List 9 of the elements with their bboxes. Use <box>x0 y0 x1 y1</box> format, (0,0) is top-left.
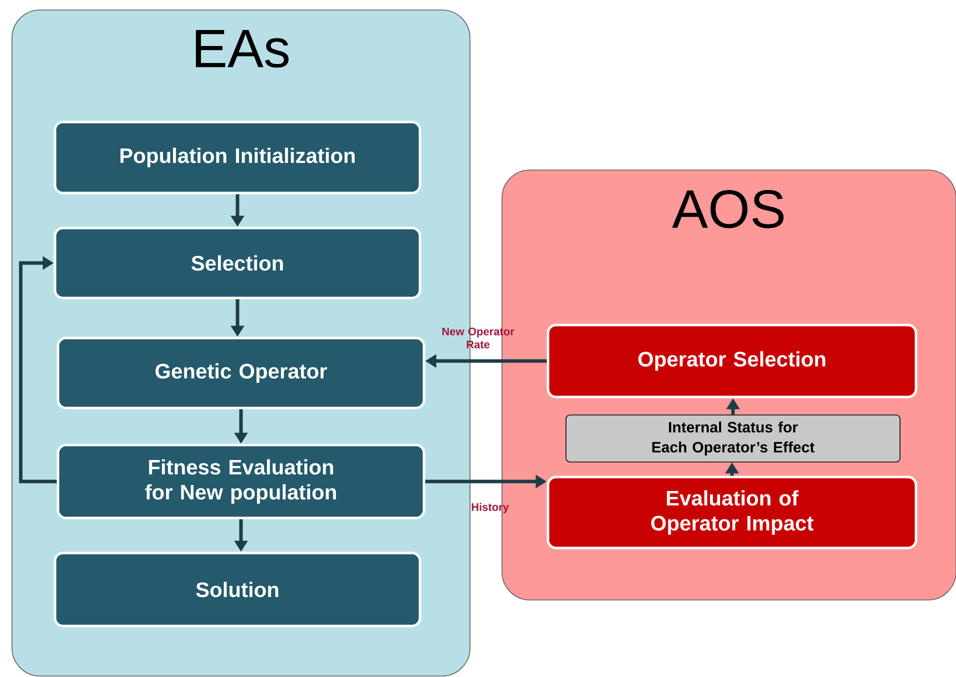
process-box: Selection <box>54 226 422 300</box>
process-box: Population Initialization <box>54 120 422 194</box>
process-box: Solution <box>54 552 422 628</box>
arrow <box>19 256 57 484</box>
process-box: Evaluation of Operator Impact <box>546 476 918 550</box>
process-box: Operator Selection <box>546 324 918 398</box>
status-box: Internal Status for Each Operator’s Effect <box>566 414 900 462</box>
process-box: Fitness Evaluation for New population <box>56 444 426 520</box>
process-box: Genetic Operator <box>56 336 426 410</box>
